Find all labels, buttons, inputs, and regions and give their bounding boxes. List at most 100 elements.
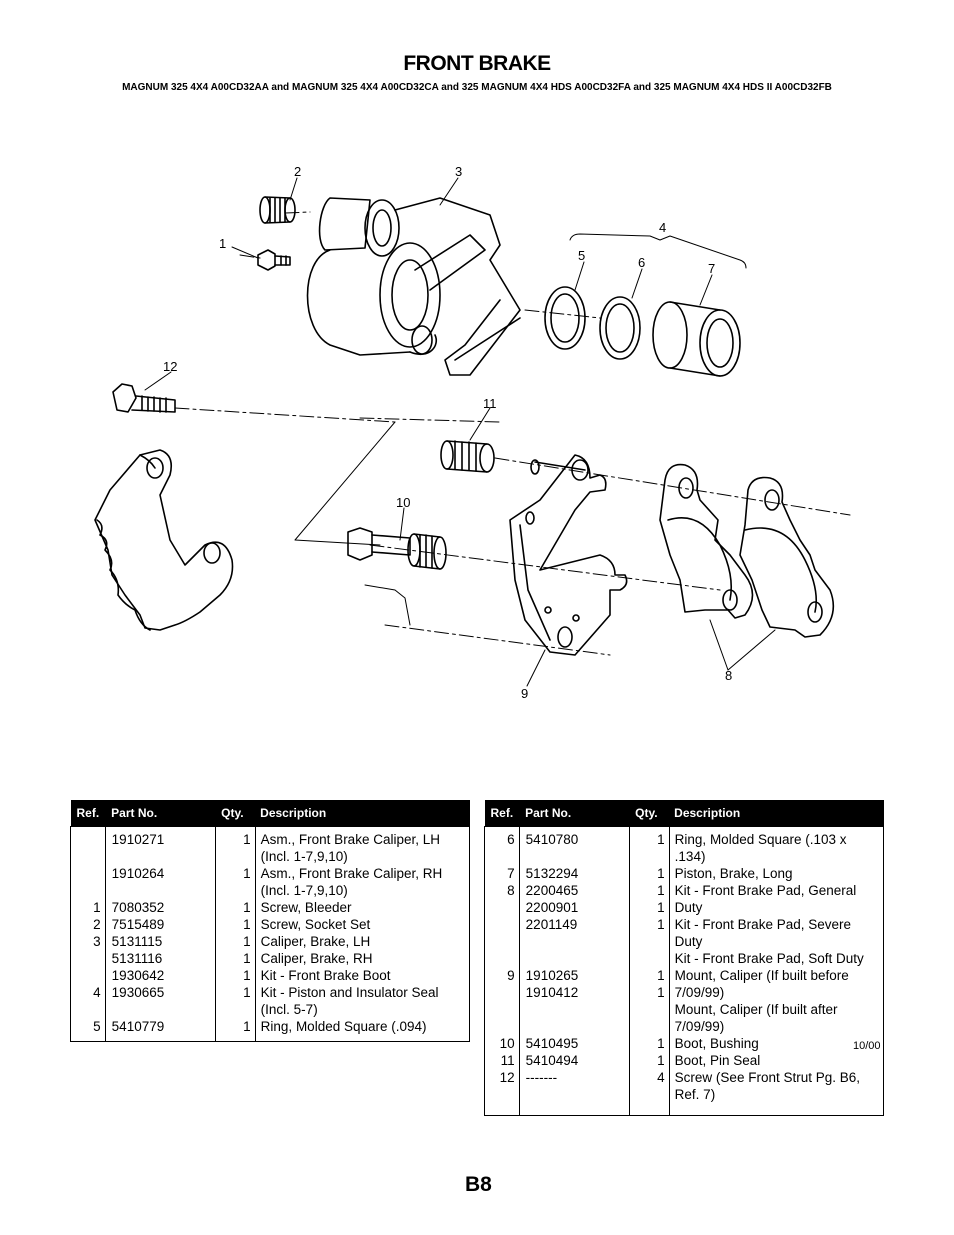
bleeder-screw: [257, 249, 291, 271]
callout-8: 8: [725, 668, 732, 683]
callout-6: 6: [638, 255, 645, 270]
part-no-text: 1910412: [525, 985, 579, 1000]
ref-text: 8: [507, 883, 515, 898]
description-text: Ring, Molded Square (.103 x .134): [674, 832, 847, 864]
header-ref: Ref.: [70, 800, 106, 827]
description-text: Kit - Front Brake Pad, Soft Duty: [674, 951, 864, 966]
caliper-body: [306, 197, 521, 376]
filler-cell: [668, 1103, 885, 1116]
qty-text: 1: [243, 900, 251, 915]
header-description: Description: [669, 800, 884, 827]
description-text: Boot, Pin Seal: [674, 1053, 761, 1068]
qty-text: 1: [243, 866, 251, 881]
ref-text: 10: [499, 1036, 515, 1051]
header-part-no: Part No.: [519, 800, 630, 827]
part-no-cell: 5410780: [518, 826, 630, 865]
header-qty: Qty.: [215, 800, 256, 827]
description-text: Ring, Molded Square (.094): [260, 1019, 427, 1034]
caliper-mount: [509, 454, 628, 656]
ref-cell: 11: [484, 1052, 520, 1069]
table-row: 5 5410779 1 Ring, Molded Square (.094): [70, 1018, 471, 1035]
qty-text: 1: [657, 832, 665, 847]
qty-text: 1: [657, 968, 665, 983]
brake-pad-inner: [659, 463, 754, 619]
brake-pad-outer: [739, 476, 835, 638]
part-no-text: -------: [525, 1070, 558, 1085]
part-no-text: 5410494: [525, 1053, 579, 1068]
bushing-boot: [347, 527, 447, 570]
description-cell: Screw (See Front Strut Pg. B6, Ref. 7): [668, 1069, 885, 1103]
table-filler-row: [70, 1035, 471, 1042]
callout-10: 10: [396, 495, 410, 510]
qty-text: 1: [243, 1019, 251, 1034]
description-text: Mount, Caliper (If built before 7/09/99): [674, 968, 849, 1000]
description-text: Screw (See Front Strut Pg. B6, Ref. 7): [674, 1070, 860, 1102]
description-text: Screw, Socket Set: [260, 917, 371, 932]
part-no-cell: 5410494: [518, 1052, 630, 1069]
filler-cell: [518, 1103, 630, 1116]
qty-text: 1: [243, 968, 251, 983]
ref-cell: 3: [70, 933, 106, 984]
ref-cell: 2: [70, 916, 106, 933]
qty-text: 1: [657, 866, 665, 881]
ref-text: 6: [507, 832, 515, 847]
description-cell: Asm., Front Brake Caliper, LH (Incl. 1-7,…: [254, 826, 471, 865]
qty-cell: 1: [628, 1052, 670, 1069]
description-cell: Boot, Bushing: [668, 1035, 885, 1052]
ref-cell: 10: [484, 1035, 520, 1052]
ref-cell: [70, 826, 106, 865]
part-no-cell: 5132294: [518, 865, 630, 882]
qty-text: 1: [243, 951, 251, 966]
part-no-cell: 5410495: [518, 1035, 630, 1052]
qty-text: 4: [657, 1070, 665, 1085]
part-no-text: 5131115: [111, 934, 163, 949]
ref-cell: 8: [484, 882, 520, 967]
table-filler-row: [484, 1103, 885, 1116]
part-no-text: 1910271: [111, 832, 165, 847]
qty-cell: 1: [628, 1035, 670, 1052]
callout-4: 4: [659, 220, 666, 235]
ref-cell: 9: [484, 967, 520, 1035]
qty-text: 1: [657, 1036, 665, 1051]
description-text: (Incl. 1-7,9,10): [260, 849, 348, 864]
part-no-text: 2201149: [525, 917, 578, 932]
steering-knuckle: [94, 449, 234, 631]
ref-cell: [70, 865, 106, 899]
description-cell: Screw, Socket Set: [254, 916, 471, 933]
mounting-screw: [112, 383, 176, 413]
header-part-no: Part No.: [105, 800, 216, 827]
description-text: Asm., Front Brake Caliper, LH: [260, 832, 440, 847]
ref-cell: 4: [70, 984, 106, 1018]
filler-cell: [628, 1103, 670, 1116]
page-number: B8: [465, 1173, 492, 1196]
description-text: Kit - Front Brake Boot: [260, 968, 391, 983]
qty-text: 1: [243, 917, 251, 932]
qty-text: 1: [657, 900, 665, 915]
description-text: Asm., Front Brake Caliper, RH: [260, 866, 443, 881]
ref-cell: 5: [70, 1018, 106, 1035]
qty-text: 1: [243, 832, 251, 847]
part-no-text: 5410779: [111, 1019, 165, 1034]
description-text: Screw, Bleeder: [260, 900, 352, 915]
filler-cell: [254, 1035, 471, 1042]
description-cell: Ring, Molded Square (.094): [254, 1018, 471, 1035]
part-no-text: 5131116: [111, 951, 163, 966]
ref-cell: 1: [70, 899, 106, 916]
qty-text: 1: [657, 1053, 665, 1068]
piston: [652, 301, 741, 377]
part-no-text: 1930665: [111, 985, 165, 1000]
qty-cell: 1: [628, 826, 670, 865]
qty-cell: 1: [214, 916, 256, 933]
